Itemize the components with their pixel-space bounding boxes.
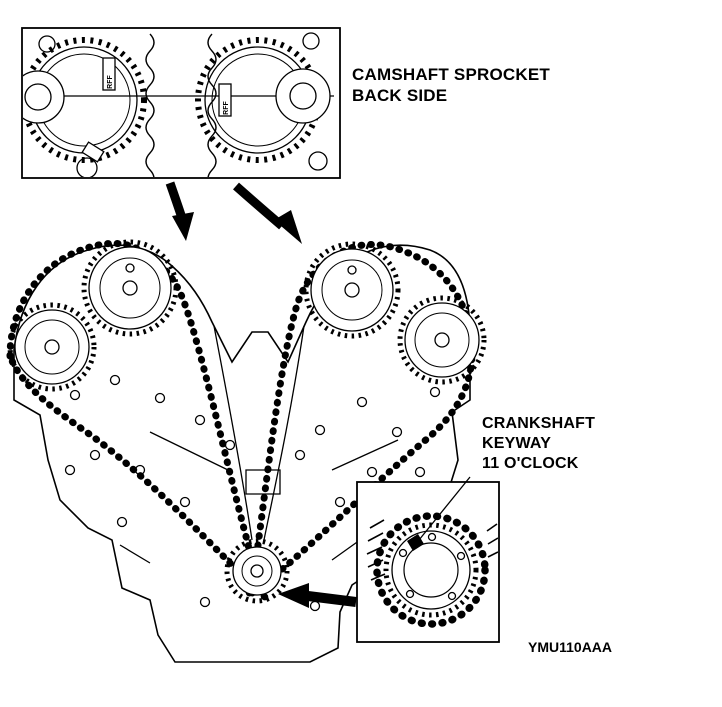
keyway-notch	[81, 141, 105, 163]
arrow-right-head	[274, 210, 302, 244]
cam-sprocket-right-outer	[397, 295, 487, 385]
arrow-crank-head	[278, 583, 309, 608]
bolt-hole	[38, 35, 56, 53]
label-crankshaft: CRANKSHAFT	[482, 415, 595, 432]
label-keyway: KEYWAY	[482, 435, 551, 452]
label-camshaft-sprocket-line2: BACK SIDE	[352, 86, 447, 105]
camshaft-inset: RFF RFF	[21, 27, 341, 179]
timing-mark	[347, 265, 357, 275]
keyway-pointer-line	[418, 476, 471, 541]
bolt-hole	[76, 157, 98, 177]
arrow-left-shaft	[165, 181, 187, 220]
callout-arrow-crank	[278, 583, 357, 608]
label-eleven-oclock: 11 O'CLOCK	[482, 455, 579, 472]
labels: CAMSHAFT SPROCKET BACK SIDE CRANKSHAFT K…	[352, 65, 612, 655]
rff-tab-left: RFF	[102, 57, 116, 91]
cam-sprocket-left-inner	[81, 239, 179, 337]
figure-code: YMU110AAA	[528, 639, 612, 655]
chain-strands	[145, 33, 217, 177]
label-camshaft-sprocket-line1: CAMSHAFT SPROCKET	[352, 65, 550, 84]
crank-sprocket	[224, 538, 290, 604]
bolt-hole	[302, 32, 320, 50]
rff-marking-left: RFF	[107, 74, 114, 88]
inset-content	[366, 512, 498, 628]
crank-sprocket-closeup	[383, 522, 479, 618]
arrow-left-head	[172, 212, 194, 241]
hatching-right	[486, 523, 498, 558]
cam-sprocket-left-outer	[7, 302, 97, 392]
timing-chain-left	[6, 239, 269, 601]
crankshaft-inset	[356, 476, 500, 643]
callout-arrows-top	[165, 181, 302, 244]
right-cam-sprocket-backside	[195, 32, 331, 171]
rff-tab-right: RFF	[218, 83, 232, 117]
timing-chain-right	[238, 241, 476, 607]
chain-ring	[373, 512, 489, 628]
rff-marking-right: RFF	[223, 100, 230, 114]
bolt-holes	[64, 374, 441, 612]
bolt-hole	[308, 151, 328, 171]
arrow-crank-shaft	[307, 591, 357, 607]
engine-front-view	[6, 239, 487, 663]
inset-content: RFF RFF	[23, 32, 334, 177]
inset-border	[21, 27, 341, 179]
timing-mark	[125, 263, 135, 273]
left-cam-sprocket-backside	[23, 35, 147, 177]
cam-sprocket-right-inner	[303, 241, 401, 339]
